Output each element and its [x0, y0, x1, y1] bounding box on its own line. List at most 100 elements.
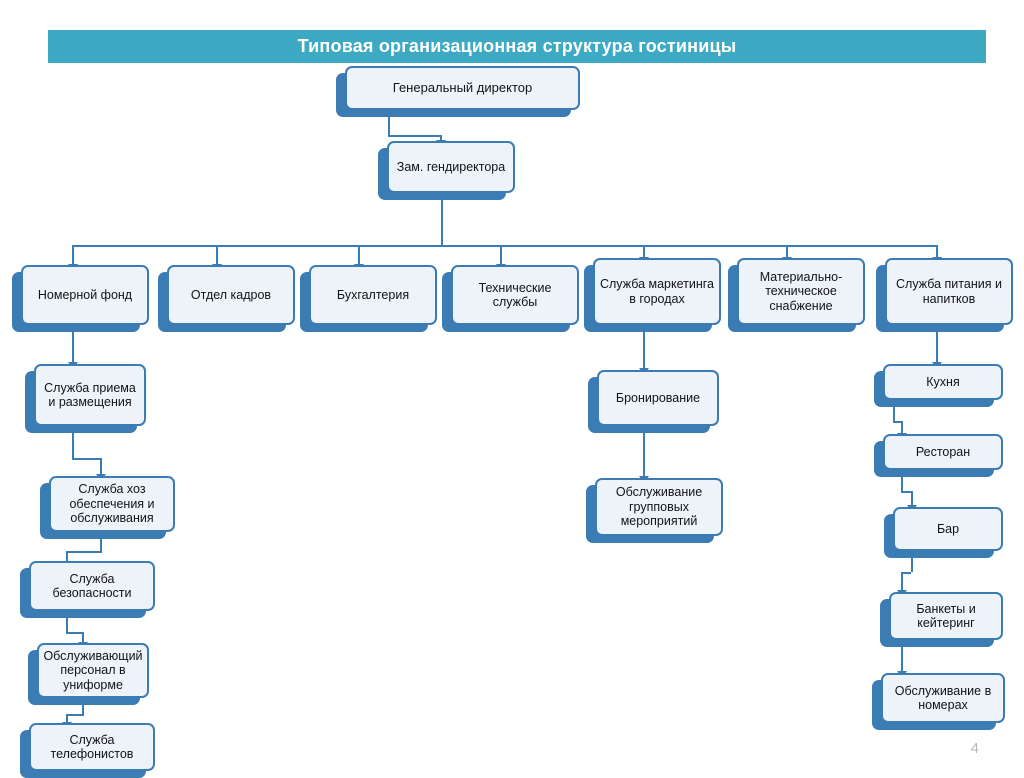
edge-sb-ospu-h: [66, 632, 82, 634]
node-room-service[interactable]: Обслуживание в номерах: [872, 673, 1005, 730]
node-banquets-catering[interactable]: Банкеты и кейтеринг: [880, 592, 1003, 647]
node-booking[interactable]: Бронирование: [588, 370, 719, 433]
node-reception[interactable]: Служба приема и размещения: [25, 364, 146, 433]
edge-kuh-rest-v2: [901, 421, 903, 435]
node-label: Ресторан: [915, 444, 971, 459]
node-label: Номерной фонд: [37, 287, 133, 302]
edge-drop-buh: [358, 245, 360, 267]
node-uniformed-staff[interactable]: Обслуживающий персонал в униформе: [28, 643, 149, 705]
edge-gd-zam-vertical: [388, 117, 390, 135]
edge-spr-shoz-v2: [100, 458, 102, 476]
node-marketing-service[interactable]: Служба маркетинга в городах: [584, 258, 721, 332]
node-housekeeping[interactable]: Служба хоз обеспечения и обслуживания: [40, 476, 175, 539]
edge-nf-spr: [72, 332, 74, 364]
node-supply[interactable]: Материально-техническое снабжение: [728, 258, 865, 332]
edge-bron-ogm: [643, 433, 645, 478]
edge-sb-ospu-v2: [82, 632, 84, 644]
edge-bar-bank-h: [901, 572, 911, 574]
node-box: Обслуживание групповых мероприятий: [595, 478, 723, 536]
node-box: Бухгалтерия: [309, 265, 437, 325]
edge-bank-onm: [901, 647, 903, 673]
node-box: Генеральный директор: [345, 66, 580, 110]
node-box: Кухня: [883, 364, 1003, 400]
edge-spn-kuh: [936, 332, 938, 364]
node-box: Служба приема и размещения: [34, 364, 146, 426]
slide-title-bar: Типовая организационная структура гостин…: [48, 30, 986, 63]
edge-kuh-rest-v1: [893, 407, 895, 421]
node-label: Зам. гендиректора: [396, 159, 506, 174]
node-telephone-service[interactable]: Служба телефонистов: [20, 723, 155, 778]
edge-ospu-stel-v1: [82, 705, 84, 714]
node-label: Отдел кадров: [190, 287, 272, 302]
node-label: Бар: [936, 521, 960, 536]
edge-spr-shoz-h: [72, 458, 100, 460]
edge-drop-ts: [500, 245, 502, 267]
edge-rest-bar-v2: [911, 491, 913, 507]
node-food-and-beverage[interactable]: Служба питания и напитков: [876, 258, 1013, 332]
node-label: Обслуживающий персонал в униформе: [43, 648, 143, 692]
edge-drop-mts: [786, 245, 788, 260]
edge-zam-bus-drop: [441, 200, 443, 245]
node-box: Служба питания и напитков: [885, 258, 1013, 325]
node-accounting[interactable]: Бухгалтерия: [300, 265, 437, 332]
node-label: Технические службы: [478, 280, 552, 309]
node-box: Отдел кадров: [167, 265, 295, 325]
edge-shoz-sb-v2: [66, 551, 68, 563]
node-bar[interactable]: Бар: [884, 507, 1003, 558]
edge-shoz-sb-v1: [100, 539, 102, 551]
node-box: Технические службы: [451, 265, 579, 325]
node-box: Обслуживающий персонал в униформе: [37, 643, 149, 698]
edge-kuh-rest-h: [893, 421, 901, 423]
edge-gd-zam-drop: [440, 135, 442, 141]
node-label: Служба питания и напитков: [896, 277, 1002, 306]
node-label: Обслуживание в номерах: [894, 683, 992, 712]
edge-drop-spn: [936, 245, 938, 260]
node-hr-department[interactable]: Отдел кадров: [158, 265, 295, 332]
node-label: Служба телефонистов: [50, 732, 134, 761]
node-label: Служба хоз обеспечения и обслуживания: [69, 482, 155, 526]
node-label: Обслуживание групповых мероприятий: [615, 485, 703, 529]
edge-drop-smg: [643, 245, 645, 260]
edge-drop-nf: [72, 245, 74, 267]
node-box: Бронирование: [597, 370, 719, 426]
edge-spr-shoz-v1: [72, 433, 74, 458]
node-box: Ресторан: [883, 434, 1003, 470]
node-box: Служба безопасности: [29, 561, 155, 611]
edge-rest-bar-v1: [901, 477, 903, 491]
node-technical-services[interactable]: Технические службы: [442, 265, 579, 332]
node-group-events[interactable]: Обслуживание групповых мероприятий: [586, 478, 723, 543]
node-kitchen[interactable]: Кухня: [874, 364, 1003, 407]
node-restaurant[interactable]: Ресторан: [874, 434, 1003, 477]
page-number: 4: [970, 740, 979, 757]
node-label: Служба маркетинга в городах: [599, 277, 714, 306]
node-room-stock[interactable]: Номерной фонд: [12, 265, 149, 332]
node-box: Служба телефонистов: [29, 723, 155, 771]
edge-bar-bank-v1: [911, 558, 913, 572]
node-deputy-director[interactable]: Зам. гендиректора: [378, 141, 515, 200]
node-label: Материально-техническое снабжение: [759, 269, 843, 313]
node-box: Материально-техническое снабжение: [737, 258, 865, 325]
page-title: Типовая организационная структура гостин…: [297, 36, 737, 56]
edge-ospu-stel-h: [66, 714, 84, 716]
node-box: Бар: [893, 507, 1003, 551]
node-box: Номерной фонд: [21, 265, 149, 325]
edge-rest-bar-h: [901, 491, 911, 493]
node-label: Генеральный директор: [392, 79, 533, 95]
node-general-director[interactable]: Генеральный директор: [336, 66, 580, 117]
edge-ospu-stel-v2: [66, 714, 68, 724]
edge-drop-ok: [216, 245, 218, 267]
node-label: Бухгалтерия: [336, 287, 410, 302]
node-label: Служба приема и размещения: [44, 380, 136, 409]
edge-sb-ospu-v1: [66, 618, 68, 632]
edge-smg-bron: [643, 332, 645, 370]
node-label: Служба безопасности: [52, 571, 132, 600]
node-box: Служба хоз обеспечения и обслуживания: [49, 476, 175, 532]
node-box: Зам. гендиректора: [387, 141, 515, 193]
edge-level3-bus: [72, 245, 938, 247]
edge-shoz-sb-h: [66, 551, 102, 553]
node-label: Банкеты и кейтеринг: [916, 601, 976, 630]
node-box: Служба маркетинга в городах: [593, 258, 721, 325]
edge-gd-zam-horizontal: [388, 135, 440, 137]
node-label: Кухня: [926, 374, 960, 389]
node-security[interactable]: Служба безопасности: [20, 561, 155, 618]
